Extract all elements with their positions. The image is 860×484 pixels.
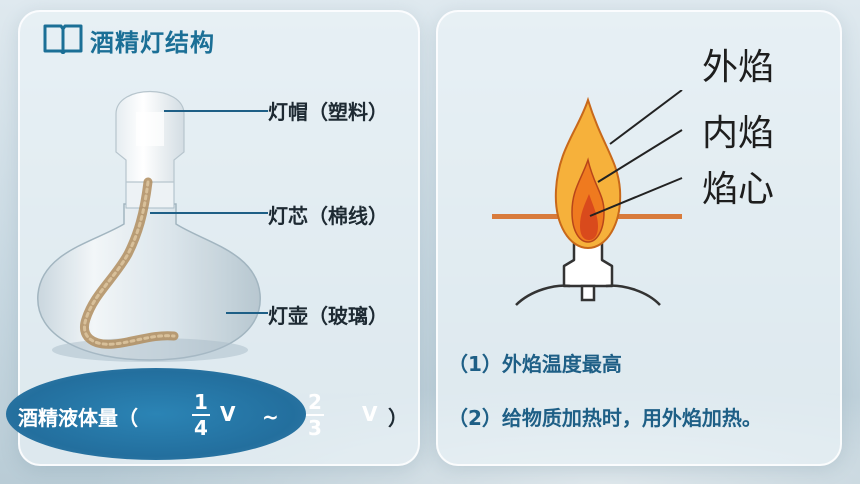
fraction-two-thirds: 2 3	[306, 391, 324, 439]
volume-unit-2: V	[362, 402, 378, 426]
volume-prefix: 酒精液体量（	[18, 406, 138, 430]
fraction-bar	[306, 414, 324, 416]
volume-highlight	[6, 368, 306, 460]
book-icon	[42, 22, 84, 58]
inner-flame-label: 内焰	[702, 113, 775, 154]
flame-illustration	[492, 90, 683, 306]
volume-suffix: ）	[388, 406, 408, 430]
fraction-denominator: 3	[308, 416, 322, 440]
note-outer-flame-hottest: （1）外焰温度最高	[448, 352, 622, 376]
cap-leader-line	[164, 110, 268, 112]
volume-tilde: ~	[262, 405, 279, 429]
title-row: 酒精灯结构	[42, 22, 215, 58]
wick-leader-line	[150, 212, 268, 214]
wick-label: 灯芯（棉线）	[268, 204, 388, 228]
pot-label: 灯壶（玻璃）	[268, 304, 388, 328]
fraction-numerator: 1	[194, 390, 208, 414]
flame-panel	[436, 10, 842, 466]
page-title: 酒精灯结构	[90, 28, 215, 57]
note-heat-with-outer-flame: （2）给物质加热时，用外焰加热。	[448, 406, 762, 430]
alcohol-lamp-illustration	[37, 90, 261, 362]
fraction-denominator: 4	[194, 416, 208, 440]
volume-unit-1: V	[220, 402, 236, 426]
fraction-bar	[192, 414, 210, 416]
outer-flame-label: 外焰	[702, 47, 775, 88]
fraction-one-quarter: 1 4	[192, 391, 210, 439]
cap-label: 灯帽（塑料）	[268, 100, 388, 124]
flame-core-label: 焰心	[702, 169, 775, 210]
fraction-numerator: 2	[308, 390, 322, 414]
pot-leader-line	[226, 312, 268, 314]
